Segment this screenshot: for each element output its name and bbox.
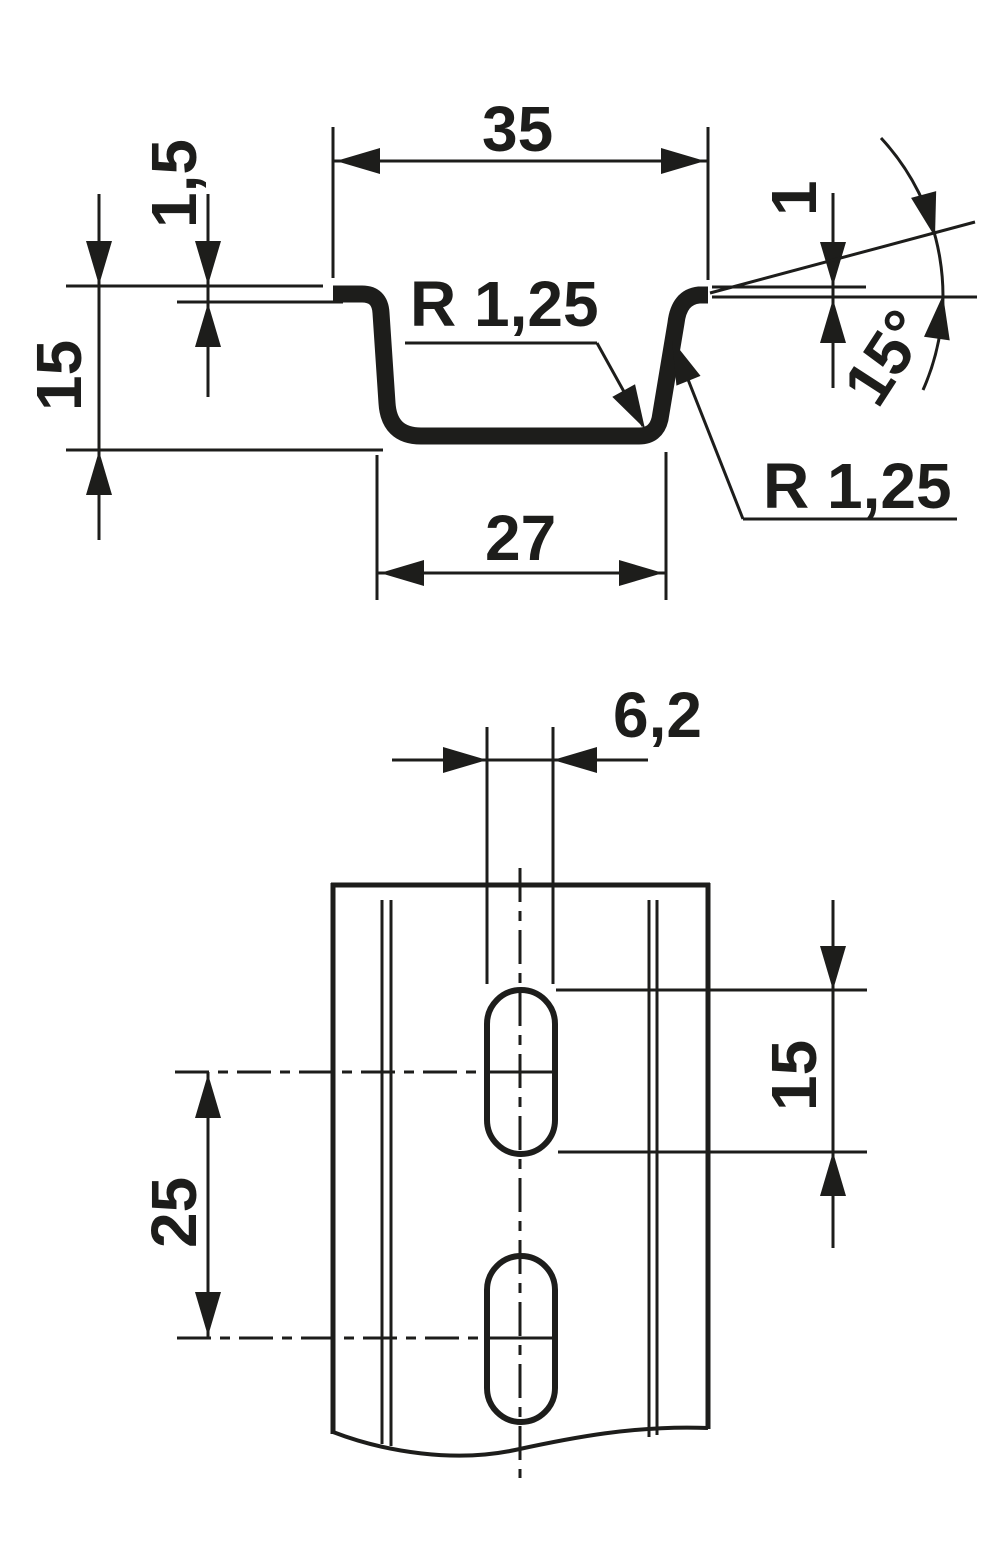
arrowhead: [195, 241, 221, 285]
dim-base-width: 27: [375, 452, 668, 600]
dim-slot-length: 15: [556, 900, 867, 1248]
dim-text-slot-pitch: 25: [138, 1177, 210, 1248]
arrowhead: [820, 242, 846, 286]
cross-section-view: 35 1,5 15 R 1,25: [23, 93, 977, 600]
plan-view: 6,2 15 25: [138, 679, 867, 1478]
dim-text-lip-thickness: 1: [758, 180, 830, 216]
dim-text-slot-length: 15: [758, 1040, 830, 1111]
arrowhead: [86, 241, 112, 285]
dim-slot-pitch: 25: [138, 1072, 221, 1338]
arrowhead: [820, 299, 846, 343]
dim-flange-thickness: 1,5: [138, 139, 343, 397]
arrowhead: [619, 560, 663, 586]
dim-text-lip-angle: 15°: [829, 297, 942, 417]
arrowhead: [443, 747, 487, 773]
dim-text-height: 15: [23, 340, 95, 411]
callout-inner-radius: R 1,25: [405, 268, 645, 429]
angle-reference-line: [709, 220, 976, 295]
center-lines: [175, 868, 556, 1478]
arrowhead: [380, 560, 424, 586]
dim-text-outer-radius: R 1,25: [763, 450, 952, 522]
rail-plan-outline: [330, 882, 711, 1458]
arrowhead: [195, 1074, 221, 1118]
dim-overall-width: 35: [331, 93, 710, 280]
arrowhead: [553, 747, 597, 773]
arrowhead: [820, 1152, 846, 1196]
dim-slot-width: 6,2: [392, 679, 702, 984]
dim-text-inner-radius: R 1,25: [410, 268, 599, 340]
dim-text-flange-thickness: 1,5: [138, 139, 210, 228]
arrowhead: [612, 384, 645, 429]
arrowhead: [195, 303, 221, 347]
arrowhead: [86, 451, 112, 495]
arrowhead: [336, 148, 380, 174]
arrowhead: [820, 946, 846, 990]
angle-arc: [879, 136, 945, 391]
dim-height: 15: [23, 194, 383, 540]
dim-text-overall-width: 35: [482, 93, 553, 165]
arrowhead: [924, 295, 950, 341]
arrowhead: [661, 148, 705, 174]
arrowhead: [672, 340, 701, 386]
dim-text-slot-width: 6,2: [613, 679, 702, 751]
rail-profile-outline: [333, 285, 708, 445]
dim-text-base-width: 27: [485, 502, 556, 574]
callout-outer-radius: R 1,25: [672, 340, 957, 522]
arrowhead: [911, 191, 937, 237]
break-line: [332, 1425, 709, 1458]
arrowhead: [195, 1292, 221, 1336]
dim-lip-angle: 15°: [709, 136, 976, 418]
